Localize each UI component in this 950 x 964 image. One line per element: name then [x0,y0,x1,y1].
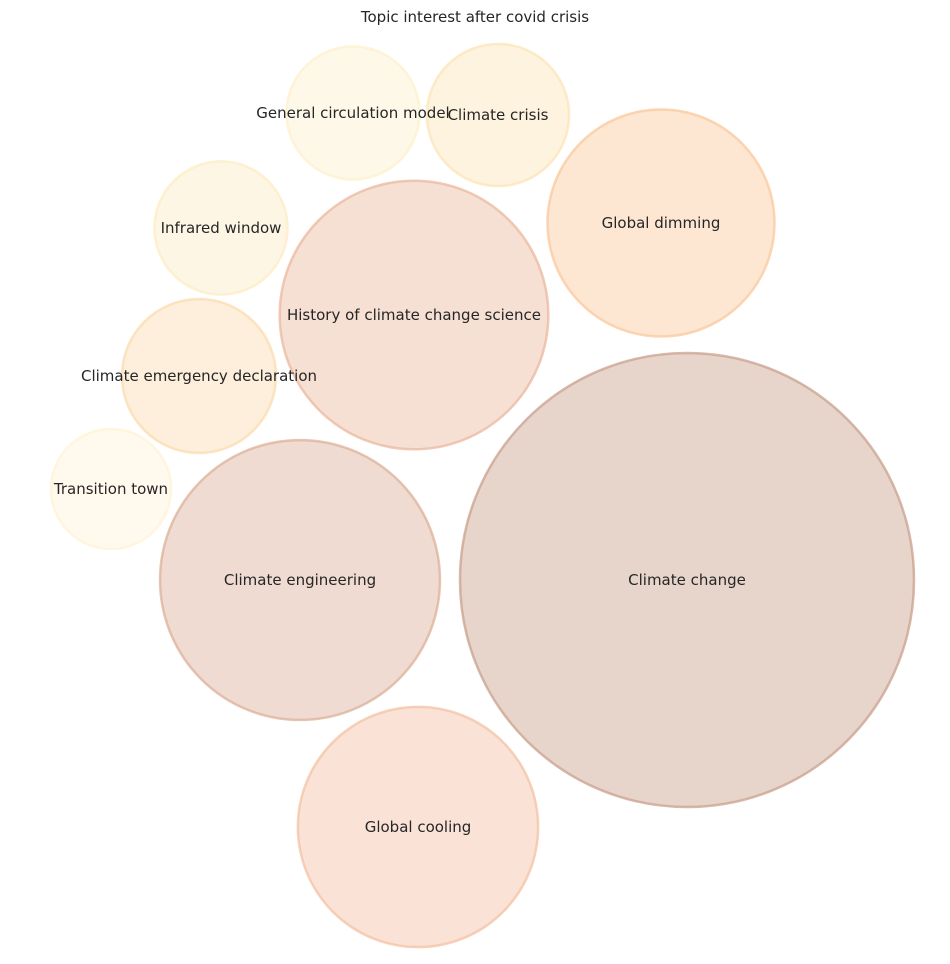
bubble-circle [296,705,540,949]
bubble-circle [425,42,571,188]
bubble-climate-crisis: Climate crisis [425,42,571,188]
bubble-transition-town: Transition town [49,427,173,551]
bubble-circle [546,108,776,338]
bubble-global-cooling: Global cooling [296,705,540,949]
bubble-label: History of climate change science [287,306,541,324]
bubble-label: Infrared window [161,219,282,237]
bubble-label: Climate emergency declaration [81,367,317,385]
bubble-circle [285,45,421,181]
bubble-climate-engineering: Climate engineering [158,438,442,722]
bubble-history-of-climate-change-science: History of climate change science [278,179,550,451]
bubble-circle [153,160,289,296]
bubble-label: Global cooling [365,818,472,836]
bubble-climate-emergency-declaration: Climate emergency declaration [81,297,317,455]
bubble-circle [458,351,916,809]
bubble-general-circulation-model: General circulation model [256,45,450,181]
bubble-circle [49,427,173,551]
bubble-label: Global dimming [602,214,721,232]
bubble-circle [278,179,550,451]
bubble-infrared-window: Infrared window [153,160,289,296]
bubble-label: Climate change [628,571,746,589]
bubble-label: General circulation model [256,104,449,122]
bubble-label: Climate engineering [224,571,376,589]
bubble-label: Climate crisis [448,106,549,124]
bubble-circle [158,438,442,722]
bubble-layer: Climate change History of climate change … [49,42,916,949]
bubble-climate-change: Climate change [458,351,916,809]
bubble-label: Transition town [53,480,168,498]
bubble-global-dimming: Global dimming [546,108,776,338]
chart-title: Topic interest after covid crisis [360,8,589,26]
bubble-circle [120,297,278,455]
